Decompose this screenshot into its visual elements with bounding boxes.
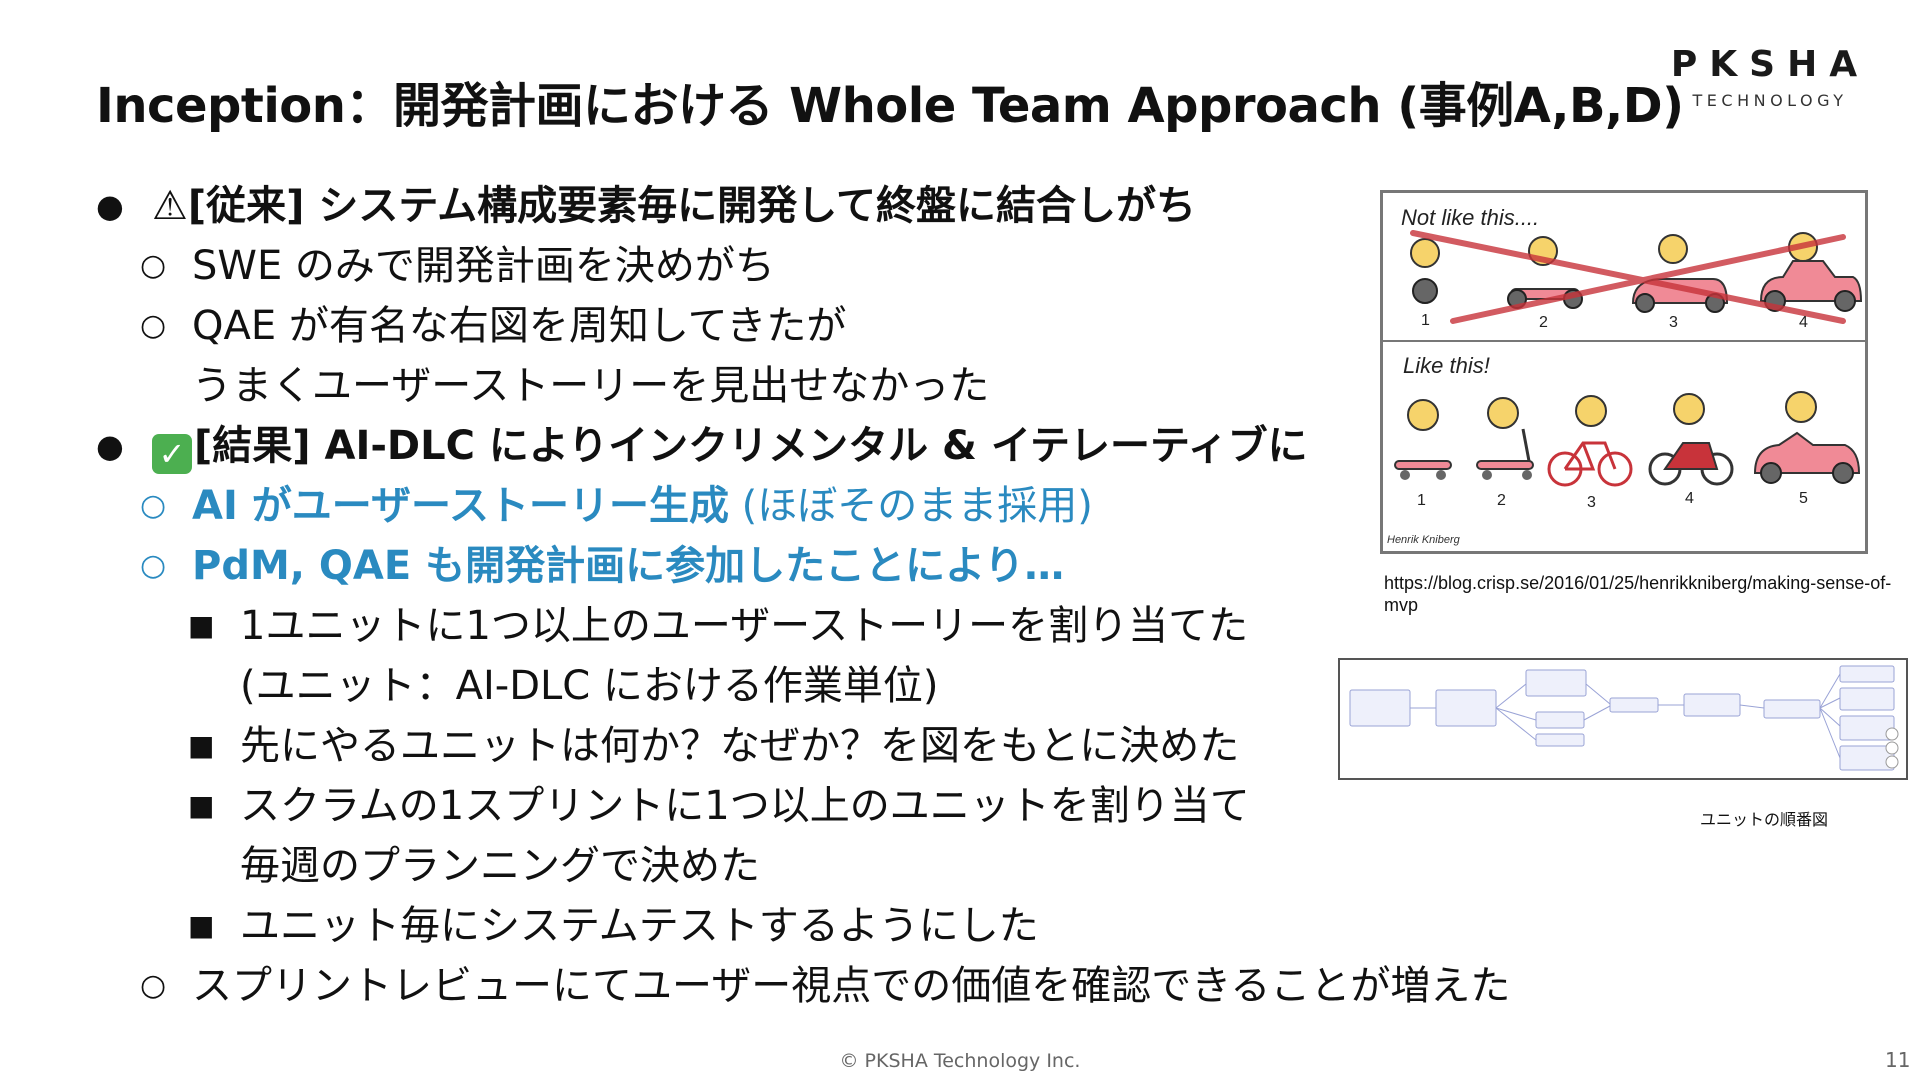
mvp-illustration: Not like this.... Like this! <box>1380 190 1868 554</box>
bullet-square: ■ <box>188 609 215 642</box>
smiley-face-icon <box>1407 391 1817 431</box>
unit-order-diagram <box>1338 658 1908 780</box>
red-cross-icon <box>1410 230 1846 324</box>
bullet-circle: ○ <box>140 488 167 523</box>
sub-sub-bullet: ■ 先にやるユニットは何か？なぜか？を図をもとに決めた <box>96 716 1426 776</box>
bullet-circle: ○ <box>140 308 167 343</box>
step-number: 5 <box>1799 490 1808 507</box>
step-number: 2 <box>1539 314 1548 331</box>
bullet-conventional-text: [従来] システム構成要素毎に開発して終盤に結合しがち <box>187 183 1196 229</box>
skateboard-icon <box>1394 460 1452 480</box>
figure-caption: ユニットの順番図 <box>1700 812 1829 829</box>
sub-bullet-highlight: ○ PdM, QAE も開発計画に参加したことにより… <box>96 536 1426 596</box>
frown-face-icon <box>1410 232 1818 268</box>
top-row-numbers: 1 2 3 4 <box>1421 312 1808 331</box>
sub-bullet: ○ QAE が有名な右図を周知してきたが <box>96 296 1426 356</box>
sub-sub-bullet: ■ ユニット毎にシステムテストするようにした <box>96 896 1426 956</box>
step-number: 4 <box>1685 490 1694 507</box>
step-number: 1 <box>1417 492 1426 509</box>
bullet-conventional: ● ⚠[従来] システム構成要素毎に開発して終盤に結合しがち <box>96 176 1426 236</box>
bullet-dot: ● <box>96 187 124 225</box>
bullet-circle: ○ <box>140 548 167 583</box>
car-icon <box>1759 260 1863 312</box>
bullet-circle: ○ <box>140 248 167 283</box>
bullet-circle: ○ <box>140 968 167 1003</box>
convertible-car-icon <box>1753 431 1861 484</box>
motorcycle-icon <box>1648 442 1734 486</box>
like-this-label: Like this! <box>1403 353 1490 378</box>
sub-sub-bullet: ■ 1ユニットに1つ以上のユーザーストーリーを割り当てた <box>96 596 1426 656</box>
mvp-illustration-svg: Not like this.... Like this! <box>1383 205 1865 546</box>
sub-sub-bullet-continuation: 毎週のプランニングで決めた <box>96 836 1426 896</box>
warning-icon: ⚠ <box>152 183 188 229</box>
sub-bullet-continuation: うまくユーザーストーリーを見出せなかった <box>96 356 1426 416</box>
sub-sub-bullet-text: 1ユニットに1つ以上のユーザーストーリーを割り当てた <box>240 603 1249 649</box>
sub-bullet-text: SWE のみで開発計画を決めがち <box>192 243 775 289</box>
flow-edges <box>1410 673 1841 759</box>
logo-wordmark: PKSHA <box>1670 44 1870 85</box>
flow-nodes <box>1349 665 1895 771</box>
highlight-strong-text: AI がユーザーストーリー生成 <box>192 483 729 529</box>
zoom-controls[interactable] <box>1885 727 1899 769</box>
not-like-this-label: Not like this.... <box>1401 205 1539 230</box>
sub-sub-bullet-text: スクラムの1スプリントに1つ以上のユニットを割り当て <box>240 783 1250 829</box>
wheel-icon <box>1412 278 1438 304</box>
page-number: 11 <box>1885 1048 1911 1072</box>
company-logo: PKSHA TECHNOLOGY <box>1670 44 1870 110</box>
bullet-result-text: [結果] AI-DLC によりインクリメンタル & イテレーティブに <box>194 423 1308 469</box>
sub-bullet-text: QAE が有名な右図を周知してきたが <box>192 303 847 349</box>
highlight-normal-text: (ほぼそのまま採用) <box>728 483 1093 529</box>
sub-sub-bullet-text: 毎週のプランニングで決めた <box>240 843 760 889</box>
sub-sub-bullet: ■ スクラムの1スプリントに1つ以上のユニットを割り当て <box>96 776 1426 836</box>
step-number: 3 <box>1669 314 1678 331</box>
slide-body: ● ⚠[従来] システム構成要素毎に開発して終盤に結合しがち ○ SWE のみで… <box>96 176 1510 1016</box>
bullet-result: ● ✓[結果] AI-DLC によりインクリメンタル & イテレーティブに <box>96 416 1426 476</box>
sub-sub-bullet-text: (ユニット：AI-DLC における作業単位) <box>240 663 939 709</box>
unit-order-diagram-svg <box>1349 665 1899 771</box>
sub-sub-bullet-continuation: (ユニット：AI-DLC における作業単位) <box>96 656 1426 716</box>
logo-subtitle: TECHNOLOGY <box>1692 91 1848 110</box>
scooter-icon <box>1476 428 1534 480</box>
sub-bullet: ○ スプリントレビューにてユーザー視点での価値を確認できることが増えた <box>96 956 1510 1016</box>
sub-sub-bullet-text: ユニット毎にシステムテストするようにした <box>240 903 1039 949</box>
sub-bullet-text: スプリントレビューにてユーザー視点での価値を確認できることが増えた <box>192 963 1511 1009</box>
step-number: 2 <box>1497 492 1506 509</box>
bullet-square: ■ <box>188 909 215 942</box>
bicycle-icon <box>1547 441 1633 487</box>
bullet-dot: ● <box>96 427 124 465</box>
sub-bullet-text: うまくユーザーストーリーを見出せなかった <box>192 363 990 409</box>
author-credit: Henrik Kniberg <box>1387 534 1461 546</box>
check-mark-icon: ✓ <box>152 434 192 474</box>
bullet-square: ■ <box>188 729 215 762</box>
slide-title: Inception：開発計画における Whole Team Approach (… <box>96 78 1684 134</box>
step-number: 4 <box>1799 314 1808 331</box>
figure-source-link[interactable]: https://blog.crisp.se/2016/01/25/henrikk… <box>1384 573 1892 615</box>
sub-sub-bullet-text: 先にやるユニットは何か？なぜか？を図をもとに決めた <box>240 723 1240 769</box>
step-number: 3 <box>1587 494 1596 511</box>
copyright-footer: © PKSHA Technology Inc. <box>839 1050 1081 1072</box>
bottom-row-numbers: 1 2 3 4 5 <box>1417 490 1808 511</box>
sub-bullet-highlight: ○ AI がユーザーストーリー生成 (ほぼそのまま採用) <box>96 476 1426 536</box>
highlight-strong-text: PdM, QAE も開発計画に参加したことにより… <box>192 543 1065 589</box>
step-number: 1 <box>1421 312 1430 329</box>
sub-bullet: ○ SWE のみで開発計画を決めがち <box>96 236 1426 296</box>
bullet-square: ■ <box>188 789 215 822</box>
